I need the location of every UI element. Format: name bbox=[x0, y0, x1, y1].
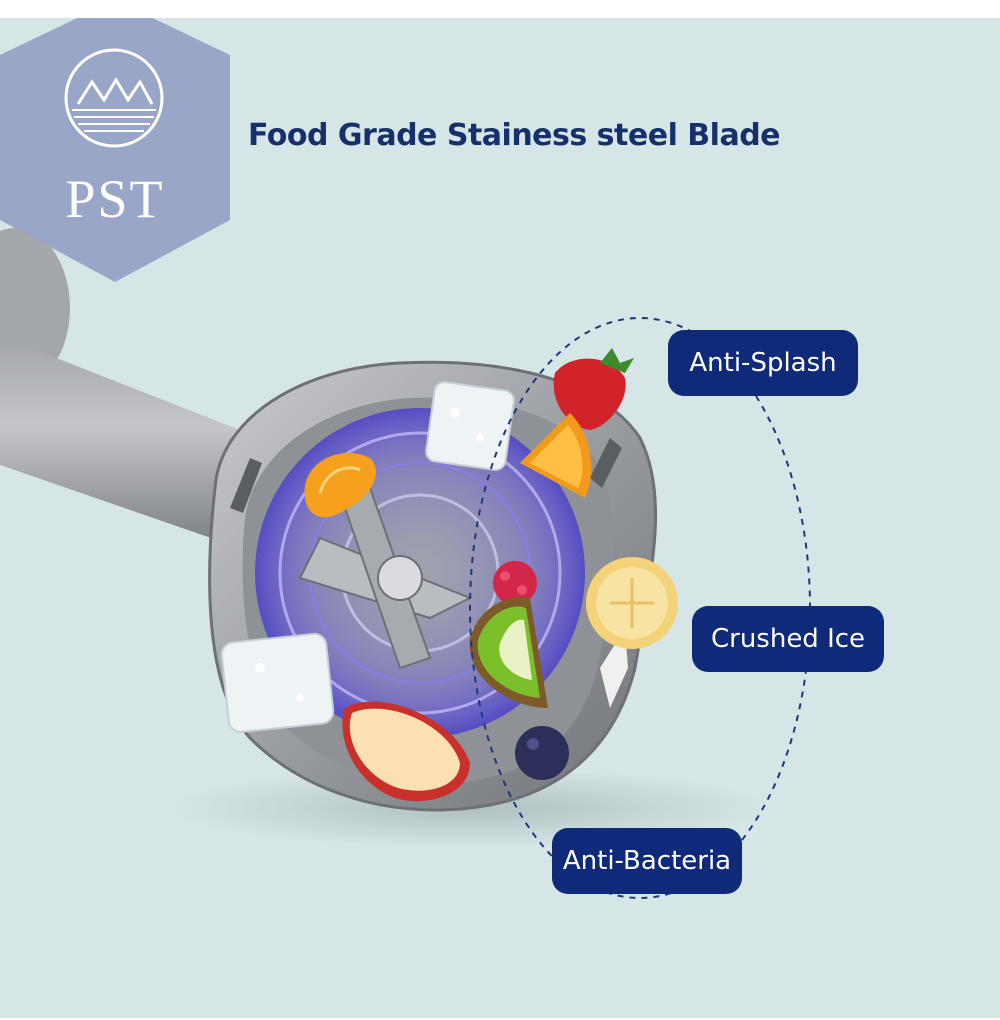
vent-slot bbox=[590, 438, 622, 488]
strawberry-icon bbox=[553, 348, 634, 430]
banana-slice-icon bbox=[586, 557, 678, 649]
orange-slice-icon bbox=[520, 413, 592, 498]
ice-cube-icon bbox=[220, 632, 335, 734]
product-banner: PST Food Grade Stainess steel Blade Anti… bbox=[0, 18, 1000, 1018]
feature-label-crushed-ice: Crushed Ice bbox=[692, 606, 884, 672]
logo-text: PST bbox=[65, 169, 165, 229]
kiwi-slice-icon bbox=[469, 596, 548, 708]
mountain-wave-icon bbox=[64, 48, 164, 148]
blender-blade-illustration bbox=[0, 228, 811, 899]
logo-hexagon bbox=[0, 18, 230, 282]
vent-slot bbox=[230, 458, 262, 513]
blade bbox=[298, 486, 473, 670]
feature-label-anti-splash: Anti-Splash bbox=[668, 330, 858, 396]
raspberry-icon bbox=[493, 561, 537, 605]
blueberry-icon bbox=[515, 726, 569, 780]
mandarin-segment-icon bbox=[304, 452, 376, 518]
vent-slot bbox=[600, 628, 628, 708]
brand-logo bbox=[0, 18, 230, 282]
ice-cube-icon bbox=[425, 381, 515, 471]
apple-slice-icon bbox=[342, 701, 470, 802]
feature-label-anti-bacteria: Anti-Bacteria bbox=[552, 828, 742, 894]
blender-shaft bbox=[0, 335, 260, 548]
headline: Food Grade Stainess steel Blade bbox=[248, 118, 781, 153]
